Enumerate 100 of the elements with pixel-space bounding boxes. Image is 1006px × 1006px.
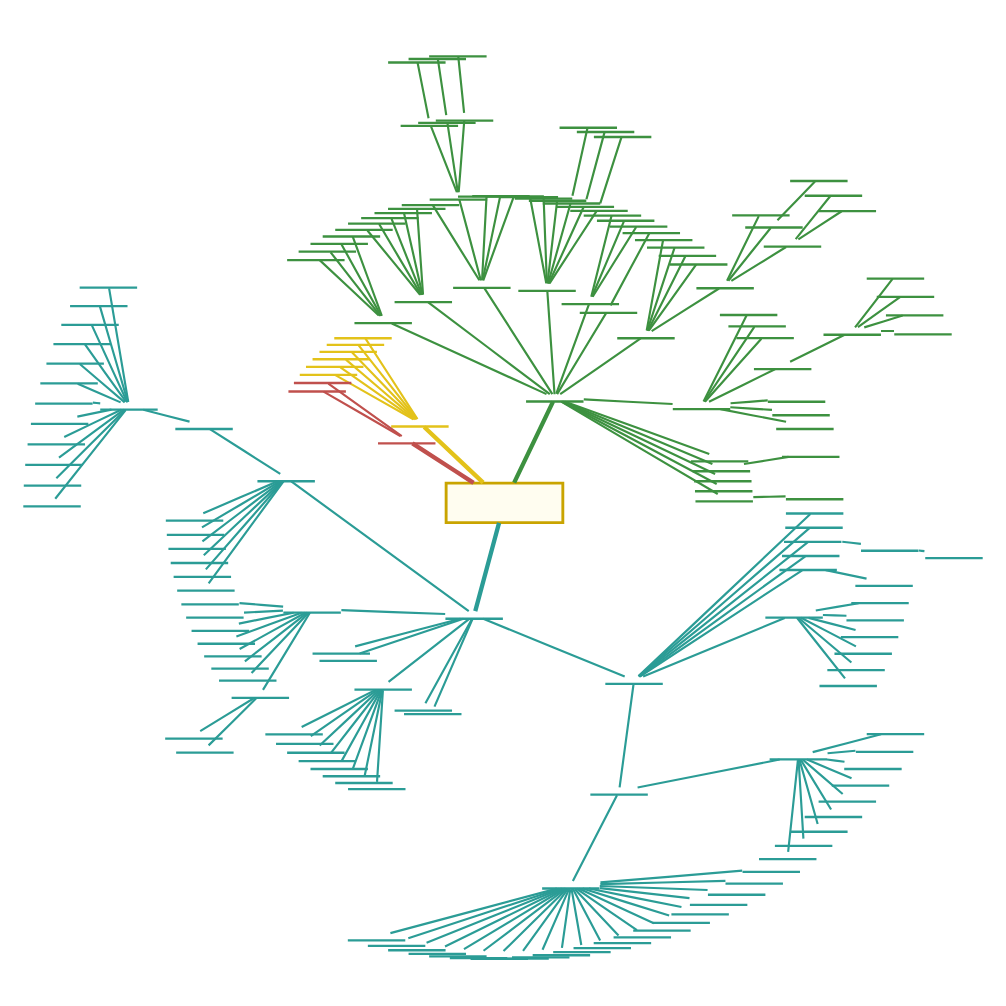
node-bar <box>23 504 81 507</box>
connector <box>407 886 560 939</box>
node-bar <box>617 336 675 339</box>
connector <box>375 689 384 781</box>
connector <box>726 214 760 281</box>
connector <box>582 886 670 916</box>
connector <box>351 688 383 769</box>
node-bar <box>742 869 800 872</box>
node-bar <box>652 920 710 924</box>
connector <box>457 119 466 192</box>
node-bar <box>840 635 899 638</box>
connector <box>796 616 846 679</box>
connector <box>646 246 676 331</box>
connector <box>458 198 482 280</box>
connector <box>794 194 832 239</box>
node-bar <box>388 60 446 63</box>
node-bar <box>851 601 909 604</box>
connector <box>637 757 780 788</box>
connector <box>618 682 635 787</box>
node-bar <box>491 956 549 959</box>
connector <box>463 886 566 950</box>
connector <box>334 372 414 420</box>
node-bar <box>348 787 406 790</box>
node-bar <box>170 560 229 564</box>
connector <box>416 61 430 118</box>
node-bar <box>819 683 877 687</box>
connector <box>591 219 625 296</box>
connector <box>436 57 448 115</box>
connector <box>797 758 805 838</box>
node-bar <box>61 322 119 326</box>
node-bar <box>70 303 128 307</box>
connector <box>378 222 422 295</box>
connector <box>753 494 786 498</box>
node-bar <box>388 206 446 209</box>
node-bar <box>173 574 232 578</box>
node-bar <box>855 749 914 752</box>
connector <box>560 888 572 947</box>
connector <box>542 197 548 283</box>
connector <box>427 300 551 394</box>
node-bar <box>166 532 225 535</box>
node-bar <box>176 750 234 753</box>
node-bar <box>613 935 672 938</box>
connector <box>798 616 853 663</box>
node-bar <box>306 364 364 368</box>
connector <box>789 333 845 362</box>
connector <box>201 479 283 542</box>
node-bar <box>348 221 406 224</box>
node-bar <box>876 294 935 297</box>
node-bar <box>725 881 783 884</box>
node-bar <box>834 651 892 654</box>
node-bar <box>23 483 82 486</box>
node-bar <box>694 479 752 482</box>
connector <box>825 568 867 579</box>
connector <box>262 611 311 690</box>
node-bar <box>784 539 842 543</box>
connector <box>403 212 424 294</box>
node-bar <box>689 902 748 906</box>
node-bar <box>827 667 885 671</box>
connector <box>244 610 309 662</box>
node-bar <box>736 335 794 339</box>
node-bar <box>769 757 828 760</box>
connector <box>209 427 281 474</box>
connector <box>341 608 446 615</box>
node-bar <box>633 928 691 931</box>
node-bar <box>672 406 731 410</box>
node-bar <box>818 799 877 802</box>
connector <box>822 612 847 616</box>
connector <box>571 887 602 941</box>
connector <box>591 225 638 297</box>
connector <box>815 601 859 611</box>
connector <box>590 214 613 296</box>
node-bar <box>745 225 803 228</box>
node-bar <box>772 413 830 416</box>
connector <box>647 254 687 331</box>
connector <box>340 242 382 316</box>
node-bar <box>692 469 751 472</box>
connector <box>703 325 756 402</box>
connector <box>207 696 258 746</box>
connector <box>651 286 720 331</box>
connector <box>244 608 283 613</box>
node-bar <box>790 178 848 182</box>
node-bar <box>885 313 944 316</box>
node-bar <box>622 230 681 234</box>
node-bar <box>647 245 705 248</box>
connector <box>58 407 125 458</box>
node-bar <box>435 118 494 121</box>
node-bar <box>231 695 290 698</box>
node-bar <box>429 954 487 957</box>
connector <box>359 616 464 654</box>
node-bar <box>335 227 393 230</box>
connector <box>512 399 555 483</box>
node-bar <box>719 312 778 316</box>
node-bar <box>609 224 668 227</box>
node-bar <box>204 654 262 657</box>
connector <box>800 615 857 647</box>
node-bar <box>30 421 89 425</box>
node-bar <box>177 588 235 591</box>
node-bar <box>579 310 638 313</box>
node-bar <box>570 208 628 212</box>
node-bar <box>168 546 226 550</box>
